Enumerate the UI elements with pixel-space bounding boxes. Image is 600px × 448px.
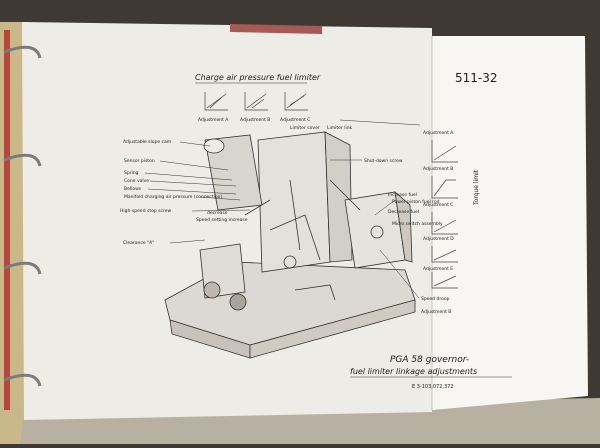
label-bellows: Bellows bbox=[124, 186, 142, 192]
binder-rings bbox=[3, 45, 42, 387]
callout-decrease-fuel: Decrease fuel bbox=[388, 209, 419, 215]
label-limiter-link: Limiter link bbox=[327, 125, 353, 131]
callout-shut-down-screw: Shut-down screw bbox=[364, 158, 403, 164]
caption-line-2: fuel limiter linkage adjustments bbox=[350, 367, 477, 376]
right-leader-lines bbox=[330, 119, 421, 299]
page-number: 511-32 bbox=[455, 71, 498, 85]
callout-power-piston: Power piston fuel rod bbox=[392, 199, 440, 205]
callout-micro-switch: Micro switch assembly bbox=[392, 221, 443, 227]
left-label-group: Adjustable slope cam Sensor piston Sprin… bbox=[120, 139, 222, 246]
flap-adjustment-d: Adjustment D bbox=[423, 236, 454, 242]
flap-adjustment-b: Adjustment B bbox=[423, 166, 453, 172]
left-leader-lines bbox=[144, 141, 251, 244]
flap-adjustment-e: Adjustment E bbox=[423, 266, 453, 272]
label-clearance-a: Clearance "A" bbox=[123, 240, 154, 246]
label-sensor-piston: Sensor piston bbox=[124, 158, 155, 164]
caption-code: E 3-103,072,372 bbox=[412, 384, 454, 390]
label-decrease: decrease bbox=[207, 210, 228, 216]
top-adjustment-c: Adjustment C bbox=[280, 117, 310, 123]
top-mini-graphs bbox=[204, 92, 308, 111]
right-callout-group: Shut-down screw Increase fuel Power pist… bbox=[364, 158, 451, 315]
fold-out-flap bbox=[432, 36, 588, 410]
torque-limit-title: Torque limit bbox=[473, 169, 480, 206]
label-adjustable-slope-cam: Adjustable slope cam bbox=[123, 139, 171, 145]
governor-illustration bbox=[164, 131, 416, 359]
top-adjustment-b: Adjustment B bbox=[240, 117, 270, 123]
flap-adjustment-a: Adjustment A bbox=[423, 130, 454, 136]
diagram-title: Charge air pressure fuel limiter bbox=[195, 73, 321, 82]
label-high-speed-stop-screw: High-speed stop screw bbox=[120, 208, 171, 214]
label-speed-setting: Speed setting increase bbox=[196, 217, 248, 223]
label-limiter-cover: Limiter cover bbox=[290, 125, 320, 131]
callout-speed-droop: Speed droop bbox=[421, 296, 450, 302]
torque-limit-graphs bbox=[431, 140, 458, 289]
flap-adjustment-c: Adjustment C bbox=[423, 202, 453, 208]
caption-line-1: PGA 58 governor- bbox=[390, 355, 469, 365]
callout-adjustment-b: Adjustment B bbox=[421, 309, 451, 315]
label-manifold-pressure: Manifold charging air pressure (connecti… bbox=[124, 194, 222, 200]
label-spring: Spring bbox=[124, 170, 139, 176]
callout-increase-fuel: Increase fuel bbox=[388, 192, 417, 198]
top-adjustment-a: Adjustment A bbox=[198, 117, 229, 123]
label-cone-valve: Cone valve bbox=[124, 178, 149, 184]
